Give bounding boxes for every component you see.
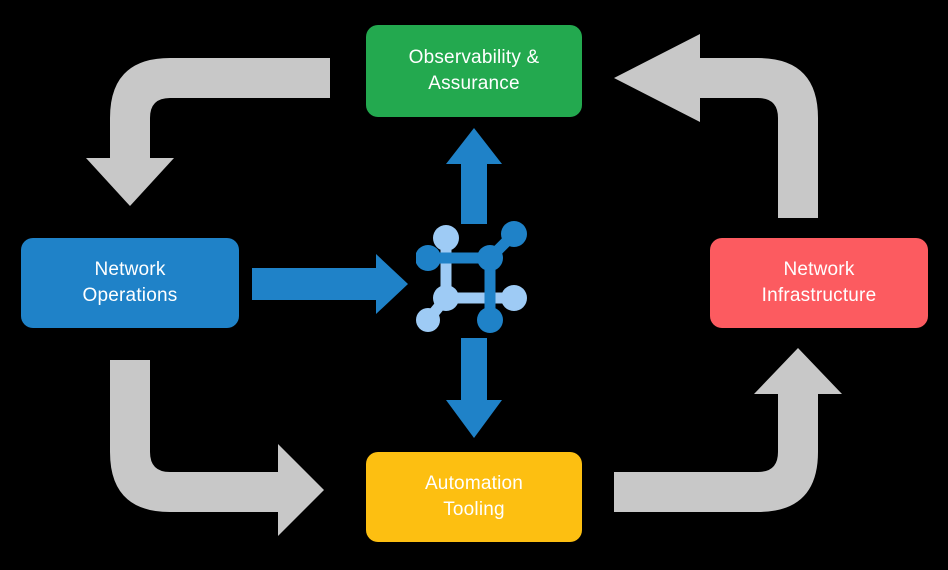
node-network-operations[interactable]: Network Operations <box>21 238 239 328</box>
node-network-operations-label-line1: Network <box>94 259 166 281</box>
blue-arrow-center-to-observability <box>446 128 502 224</box>
gray-arrow-infrastructure-to-observability <box>614 34 818 218</box>
blue-arrow-operations-to-center <box>252 254 408 314</box>
node-observability-label: Observability & Assurance <box>409 45 540 96</box>
node-automation-tooling-label-line1: Automation <box>424 473 524 495</box>
node-network-operations-label-line2: Operations <box>82 285 178 306</box>
node-network-infrastructure[interactable]: Network Infrastructure <box>710 238 928 328</box>
gray-arrow-observability-to-operations <box>86 58 330 206</box>
node-network-infrastructure-label-line1: Network <box>783 259 855 281</box>
topology-dark-nodes <box>416 221 527 333</box>
node-network-operations-label: Network Operations <box>83 257 178 308</box>
node-automation-tooling-label: Automation Tooling <box>425 471 523 522</box>
node-network-infrastructure-label-line2: Infrastructure <box>761 285 877 306</box>
node-automation-tooling-label-line2: Tooling <box>443 499 505 520</box>
node-network-infrastructure-label: Network Infrastructure <box>762 257 877 308</box>
network-topology-icon <box>416 221 527 333</box>
node-observability-label-line1: Observability & <box>408 47 540 69</box>
gray-arrow-operations-to-automation <box>110 360 324 536</box>
gray-arrow-automation-to-infrastructure <box>614 348 842 512</box>
topology-light-nodes <box>416 225 527 332</box>
node-observability-assurance[interactable]: Observability & Assurance <box>366 25 582 117</box>
blue-arrow-center-to-automation <box>446 338 502 438</box>
node-observability-label-line2: Assurance <box>428 73 520 94</box>
node-automation-tooling[interactable]: Automation Tooling <box>366 452 582 542</box>
